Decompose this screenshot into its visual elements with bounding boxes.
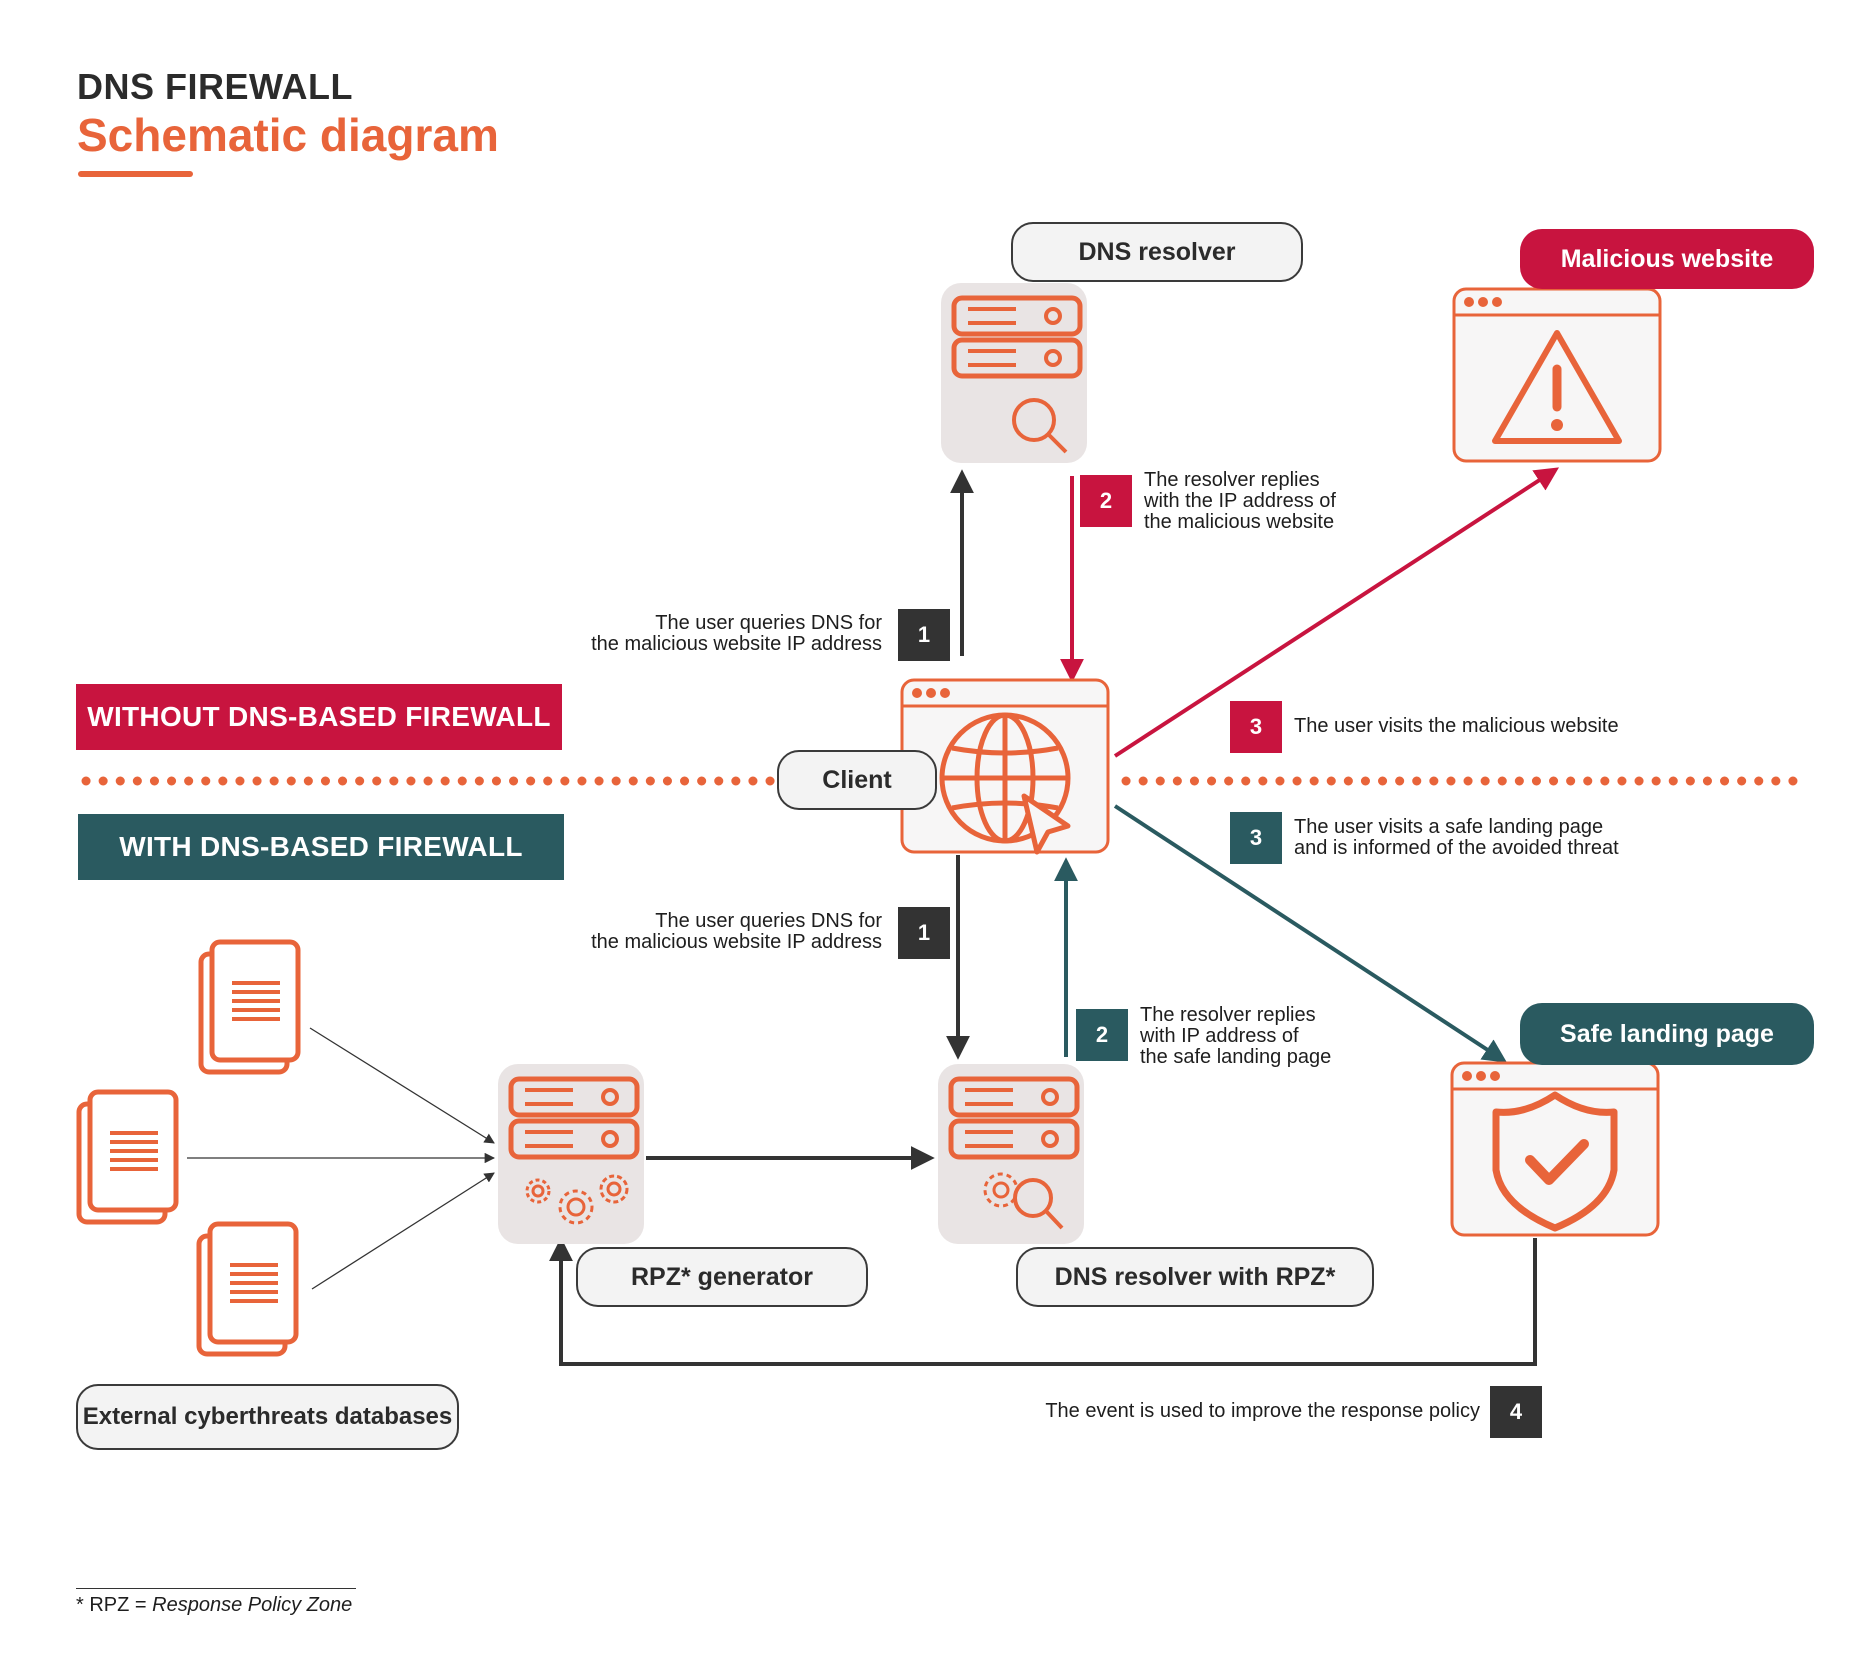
arrow-visit-malicious xyxy=(1113,467,1560,758)
page-title: DNS FIREWALL xyxy=(77,66,353,107)
database-document-icon-2 xyxy=(76,1089,179,1225)
label-client: Client xyxy=(777,750,937,810)
label-dns-resolver: DNS resolver xyxy=(1011,222,1303,282)
arrow-feedback-loop xyxy=(549,1237,1537,1366)
database-document-icon-3 xyxy=(196,1221,299,1357)
rpz-generator-icon xyxy=(498,1064,644,1244)
banner-with-firewall: WITH DNS-BASED FIREWALL xyxy=(78,814,564,880)
database-document-icon-1 xyxy=(198,939,301,1075)
step4-with-badge: 4 xyxy=(1490,1386,1542,1438)
step1-without-badge: 1 xyxy=(898,609,950,661)
step1-with-badge: 1 xyxy=(898,907,950,959)
step3-with-text: The user visits a safe landing page and … xyxy=(1294,816,1619,859)
dns-resolver-icon xyxy=(941,283,1087,463)
step1-without-text: The user queries DNS for the malicious w… xyxy=(591,612,882,655)
step2-with-badge: 2 xyxy=(1076,1009,1128,1061)
step4-with-text: The event is used to improve the respons… xyxy=(1045,1400,1480,1422)
label-dns-resolver-rpz: DNS resolver with RPZ* xyxy=(1016,1247,1374,1307)
warning-browser-icon xyxy=(1452,287,1662,463)
step1-with-text: The user queries DNS for the malicious w… xyxy=(591,910,882,953)
step2-without-badge: 2 xyxy=(1080,475,1132,527)
dns-resolver-rpz-icon xyxy=(938,1064,1084,1244)
step2-with-text: The resolver replies with IP address of … xyxy=(1140,1004,1332,1068)
label-rpz-generator: RPZ* generator xyxy=(576,1247,868,1307)
client-browser-icon xyxy=(900,678,1110,855)
title-underline xyxy=(78,171,193,177)
step3-without-badge: 3 xyxy=(1230,701,1282,753)
label-safe-landing-page: Safe landing page xyxy=(1520,1003,1814,1065)
page-subtitle: Schematic diagram xyxy=(77,109,499,161)
arrow-visit-safe xyxy=(1113,804,1508,1063)
shield-browser-icon xyxy=(1450,1061,1660,1237)
footnote-rule xyxy=(76,1588,356,1589)
label-external-databases: External cyberthreats databases xyxy=(76,1384,459,1450)
step3-without-text: The user visits the malicious website xyxy=(1294,715,1619,737)
label-malicious-website: Malicious website xyxy=(1520,229,1814,289)
step2-without-text: The resolver replies with the IP address… xyxy=(1144,469,1336,533)
arrow-db3 xyxy=(311,1172,495,1290)
banner-without-firewall: WITHOUT DNS-BASED FIREWALL xyxy=(76,684,562,750)
arrow-db1 xyxy=(309,1027,495,1144)
footnote: * RPZ = Response Policy Zone xyxy=(76,1594,353,1616)
step3-with-badge: 3 xyxy=(1230,812,1282,864)
